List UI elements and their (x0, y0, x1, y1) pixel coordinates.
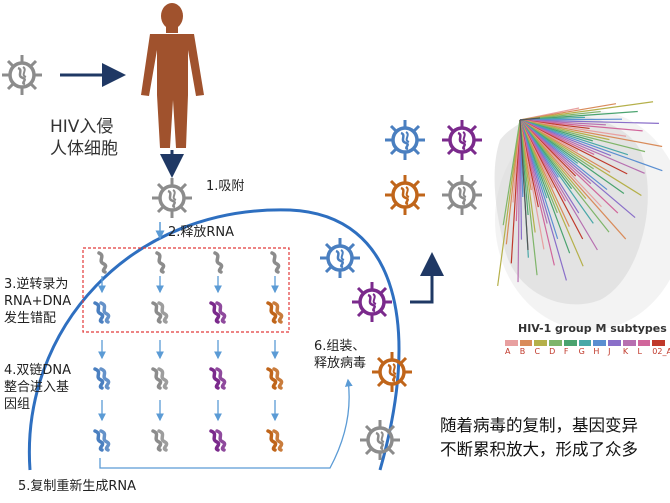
step3-label-line3: 发生错配 (4, 311, 57, 326)
budding-virus-gray-icon (358, 418, 402, 462)
step3-label-line2: RNA+DNA (4, 294, 72, 309)
integrated-dna-icon (151, 367, 169, 390)
tree-branch (519, 119, 663, 172)
cell-membrane (27, 208, 401, 471)
integrated-dna-icon (266, 367, 284, 390)
tree-root (519, 117, 541, 251)
human-figure-icon (141, 3, 204, 148)
legend-swatch (593, 340, 607, 346)
tree-branch (519, 119, 625, 195)
step3-label-line1: 3.逆转录为 (4, 277, 69, 292)
tree-branch (519, 119, 643, 132)
legend-letter: L (637, 347, 642, 356)
legend-swatch (652, 340, 665, 346)
step4-label-line2: 整合进入基 (4, 380, 70, 395)
rna-strand-icon (97, 251, 108, 274)
released-virus-gray-icon (440, 173, 484, 217)
legend-letter: D (549, 347, 556, 356)
rna-dna-hybrid-icon (93, 301, 111, 324)
new-rna-icon (209, 429, 227, 452)
tree-branch (519, 119, 663, 148)
tree-branch (502, 119, 521, 226)
tree-branch (517, 119, 521, 283)
rna-dna-hybrid-icon (151, 301, 169, 324)
new-rna-icon (93, 429, 111, 452)
summary-line1: 随着病毒的复制，基因变异 (440, 416, 638, 435)
legend-swatch (563, 340, 577, 346)
legend-letter: B (519, 347, 526, 356)
legend-letter: H (593, 347, 600, 356)
assembly-loop-arrow (99, 378, 353, 469)
tree-branch (519, 119, 659, 124)
step6-label-line1: 6.组装、 (314, 339, 366, 354)
new-rna-icon (151, 429, 169, 452)
rna-strand-icon (155, 251, 166, 274)
released-virus-purple-icon (440, 118, 484, 162)
legend-letter: F (563, 347, 569, 356)
phylogenetic-tree (494, 101, 670, 330)
legend-swatch (534, 340, 548, 346)
budding-virus-blue-icon (318, 236, 362, 280)
incoming-virus-icon (0, 53, 44, 97)
legend-swatch (505, 340, 518, 346)
hiv-entry-label-line1: HIV入侵 (50, 117, 114, 137)
tree-branch (519, 119, 584, 267)
legend-swatch (608, 340, 621, 346)
tree-branch (519, 119, 619, 214)
tree-branch (519, 119, 555, 266)
tree-branch (519, 119, 645, 174)
tree-branch (519, 119, 567, 281)
legend-swatch (622, 340, 636, 346)
budding-virus-purple-icon (350, 280, 394, 324)
hiv-entry-label-line2: 人体细胞 (50, 139, 118, 159)
reverse-transcription-box (82, 247, 290, 333)
legend-swatch (519, 340, 533, 346)
release-up-arrow (410, 252, 444, 304)
rna-dna-hybrid-icon (209, 301, 227, 324)
tree-branch (519, 119, 642, 196)
tree-branch (497, 119, 521, 287)
rna-strand-icon (270, 251, 281, 274)
legend-swatch (578, 340, 592, 346)
released-virus-orange-icon (383, 173, 427, 217)
legend-letter: J (608, 347, 611, 356)
step1-label: 1.吸附 (206, 179, 245, 194)
tree-branch (519, 119, 538, 276)
tree-branch (519, 119, 636, 219)
rna-strand-icon (213, 251, 224, 274)
budding-virus-orange-icon (370, 350, 414, 394)
rna-dna-hybrid-icon (266, 301, 284, 324)
step4-label-line1: 4.双链DNA (4, 363, 72, 378)
integrated-dna-icon (93, 367, 111, 390)
tree-branch (519, 119, 646, 153)
step6-label-line2: 释放病毒 (314, 356, 367, 371)
tree-branch (519, 119, 598, 251)
new-rna-icon (266, 429, 284, 452)
step4-label-line3: 因组 (4, 397, 31, 412)
legend-letter: 02_A (652, 347, 670, 356)
tree-branch (519, 119, 627, 240)
released-virus-blue-icon (383, 118, 427, 162)
flow-arrows (98, 276, 279, 422)
legend-swatch (549, 340, 562, 346)
tree-branch (519, 101, 654, 121)
step2-label: 2.释放RNA (168, 225, 235, 240)
attached-virus-icon (150, 176, 194, 220)
legend-letter: K (622, 347, 629, 356)
legend-letter: A (505, 347, 511, 356)
tree-branch (519, 119, 628, 175)
step5-label: 5.复制重新生成RNA (18, 479, 137, 494)
legend-letter: C (534, 347, 541, 356)
summary-line2: 不断累积放大，形成了众多 (440, 440, 638, 459)
tree-branch (519, 119, 610, 233)
legend-letter: G (578, 347, 585, 356)
legend-swatch (637, 340, 651, 346)
tree-title: HIV-1 group M subtypes (518, 322, 667, 335)
integrated-dna-icon (209, 367, 227, 390)
